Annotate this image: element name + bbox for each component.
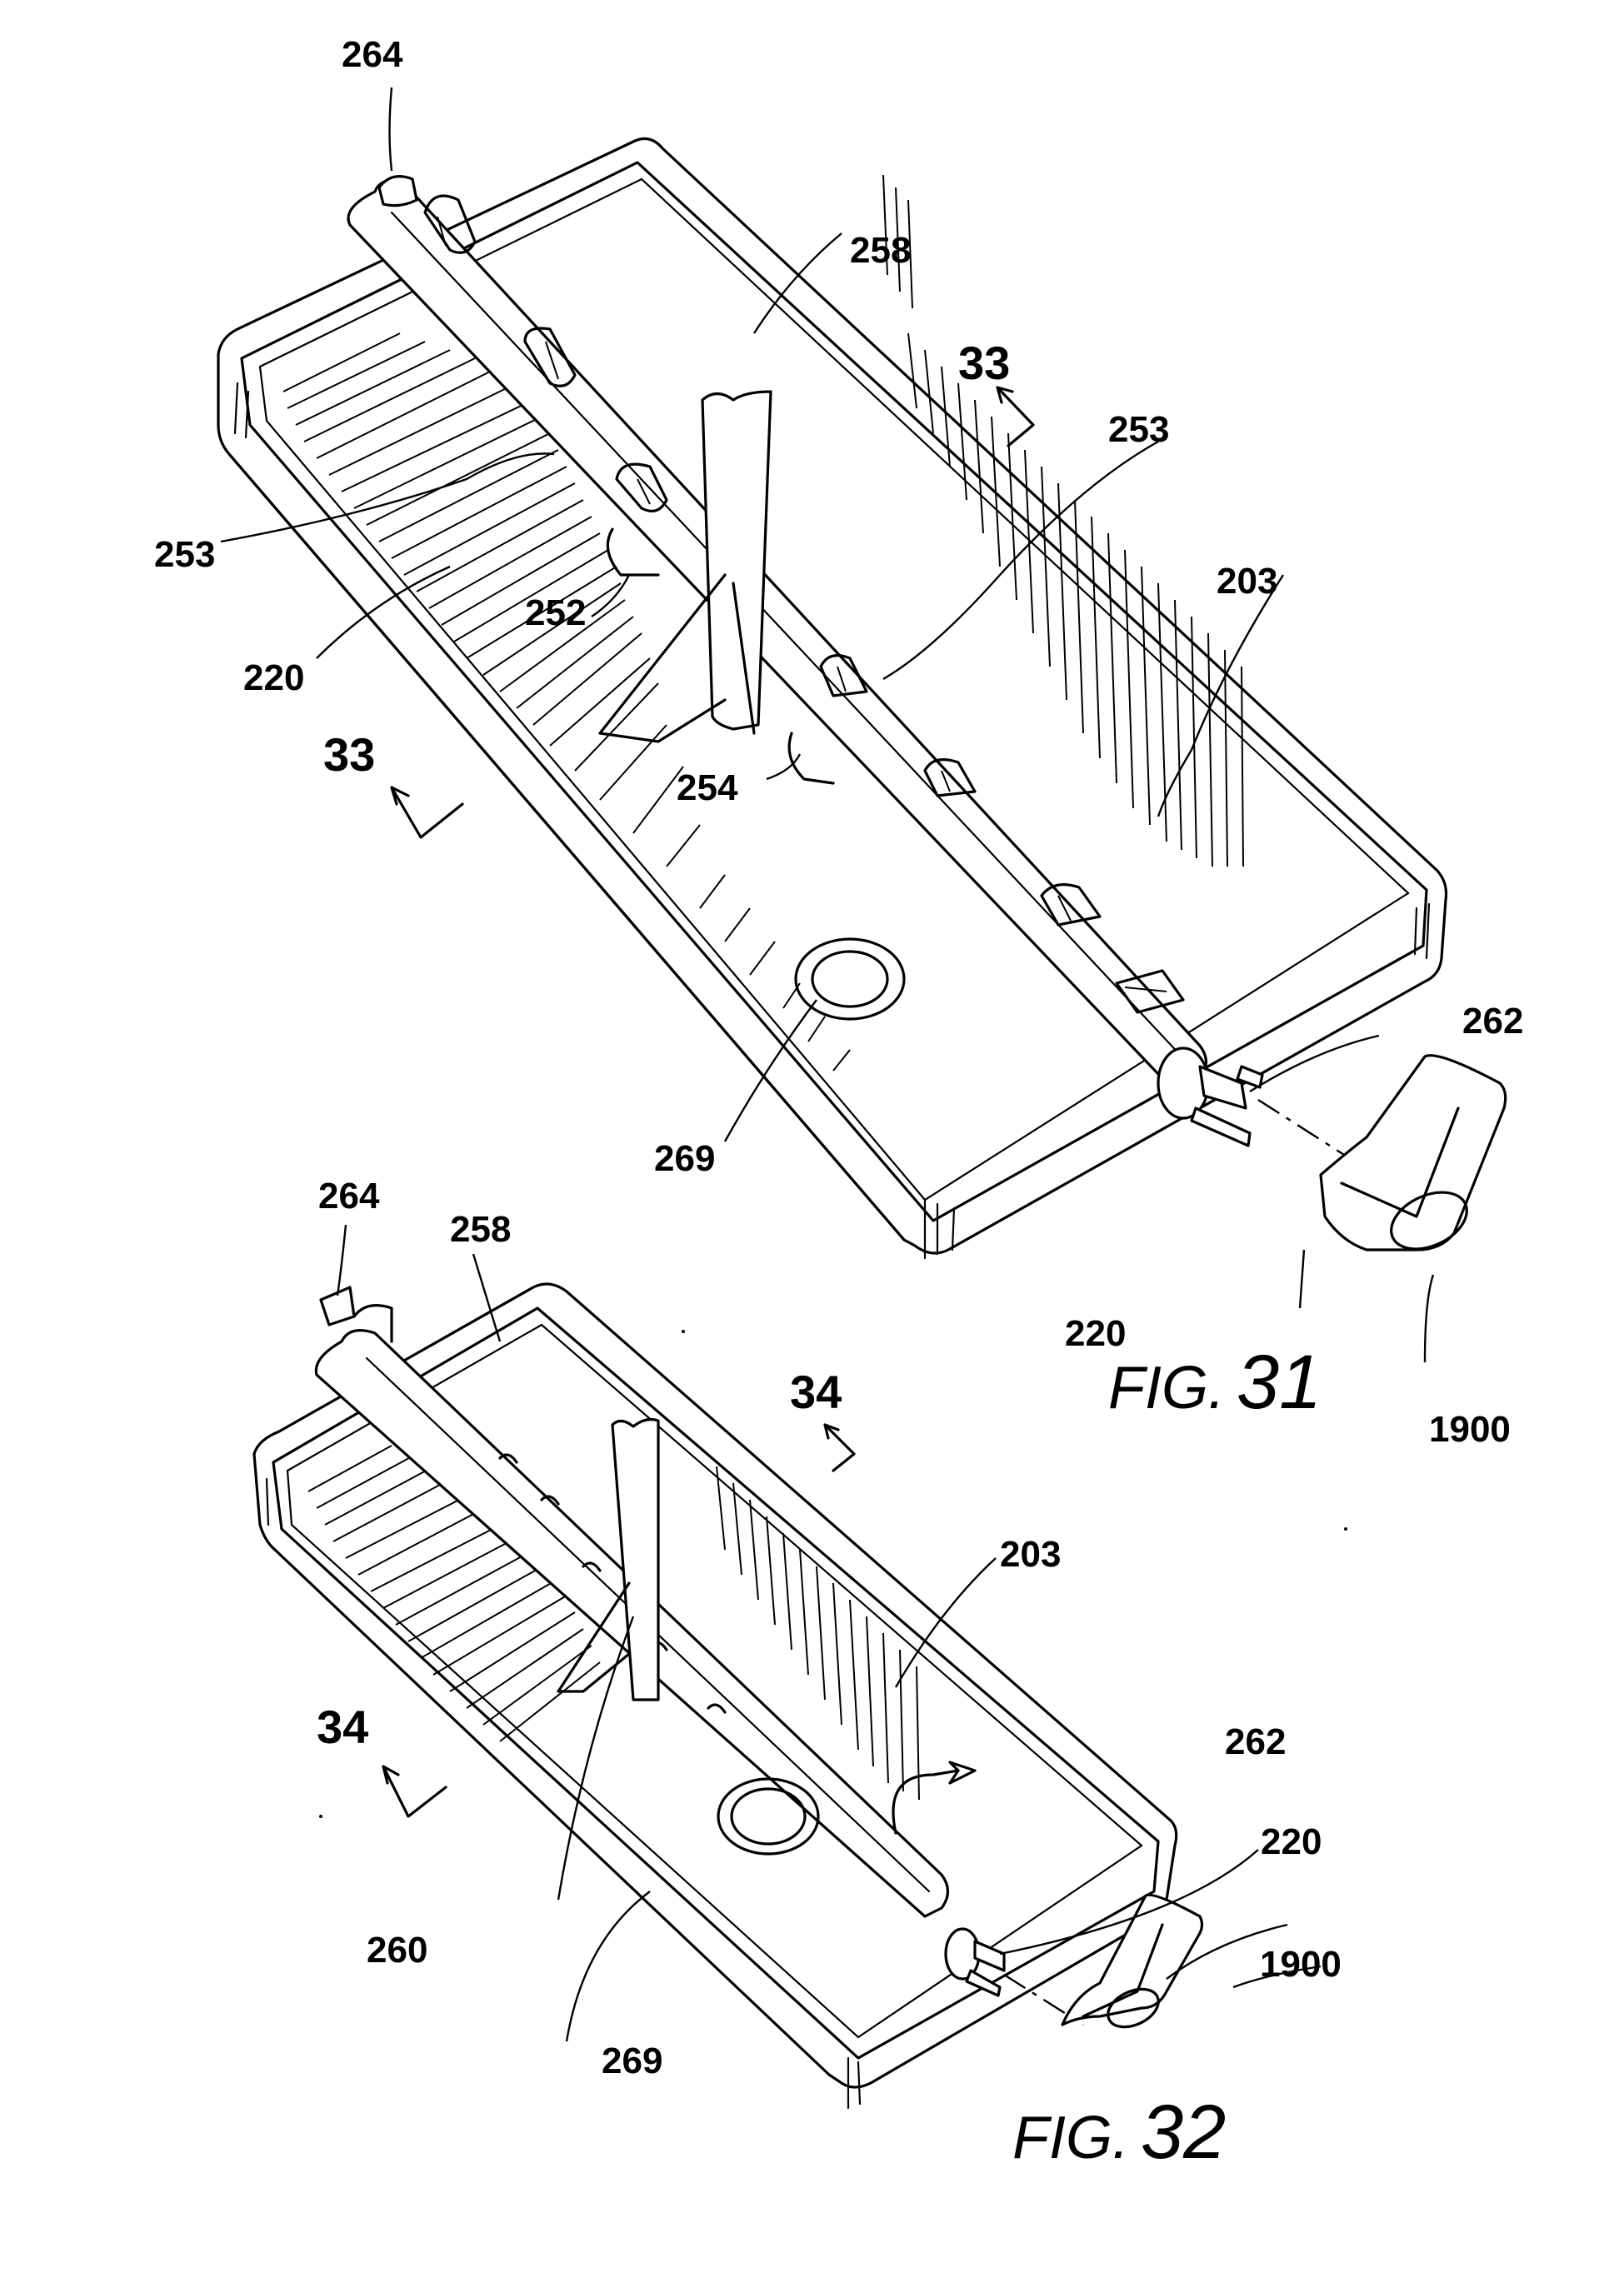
section-label-33-left: 33: [323, 728, 375, 781]
ref-label-220-bottom: 220: [1065, 1313, 1126, 1354]
figure-32: 264 258 34 203 34 262 220 260 1900 269 F…: [254, 1176, 1342, 2175]
labels-fig32: 264 258 34 203 34 262 220 260 1900 269 F…: [317, 1176, 1342, 2175]
section-label-33-upper: 33: [958, 337, 1010, 389]
ref-label-220-left: 220: [243, 657, 304, 698]
ref-label-252: 252: [525, 592, 586, 633]
tube-203-fig31: [348, 177, 1207, 1092]
figure-caption-31-prefix: FIG.: [1108, 1355, 1225, 1421]
section-label-34-upper: 34: [790, 1366, 842, 1418]
ref-label-258: 258: [850, 230, 911, 271]
section-arrow-34-left: [383, 1766, 446, 1816]
ref-label-258: 258: [450, 1209, 511, 1250]
ref-label-253-left: 253: [154, 534, 215, 575]
ref-label-262: 262: [1462, 1001, 1523, 1042]
ref-label-1900: 1900: [1260, 1944, 1342, 1985]
speck: [1344, 1527, 1347, 1531]
ref-label-203: 203: [1217, 561, 1277, 602]
ref-label-253-right: 253: [1108, 409, 1169, 450]
ref-label-262: 262: [1225, 1721, 1286, 1762]
ref-label-260: 260: [367, 1930, 427, 1971]
connector-262-fig32: [946, 1929, 1004, 1996]
ref-label-264: 264: [318, 1176, 380, 1216]
ref-label-254: 254: [677, 767, 738, 808]
figure-caption-32-prefix: FIG.: [1012, 2105, 1129, 2171]
connector-262-fig31: [1158, 1048, 1262, 1146]
section-arrow-34-upper: [825, 1425, 854, 1471]
figure-caption-32: FIG.32: [1012, 2090, 1226, 2175]
figure-caption-31: FIG.31: [1108, 1340, 1322, 1425]
labels-fig31: 264 258 33 253 253 252 203 220 33 254 26…: [154, 34, 1523, 1450]
ref-label-269: 269: [654, 1138, 715, 1179]
section-label-34-left: 34: [317, 1701, 368, 1753]
ref-label-1900: 1900: [1429, 1409, 1511, 1450]
drain-hole-269-fig32: [718, 1779, 818, 1854]
ref-label-269: 269: [602, 2041, 662, 2081]
figure-31: 264 258 33 253 253 252 203 220 33 254 26…: [154, 34, 1523, 1450]
clip-254: [789, 733, 833, 783]
section-arrow-33-left: [392, 787, 462, 837]
section-arrow-33-upper: [997, 387, 1033, 446]
cap-1900-fig32: [1062, 1895, 1202, 2034]
ref-label-203: 203: [1000, 1534, 1061, 1575]
speck: [319, 1815, 322, 1818]
speck: [682, 1330, 685, 1333]
ref-label-264: 264: [342, 34, 403, 75]
figure-caption-31-number: 31: [1237, 1340, 1322, 1425]
ref-label-220: 220: [1261, 1821, 1322, 1862]
cap-1900-fig31: [1321, 1056, 1506, 1261]
figure-caption-32-number: 32: [1141, 2090, 1226, 2175]
